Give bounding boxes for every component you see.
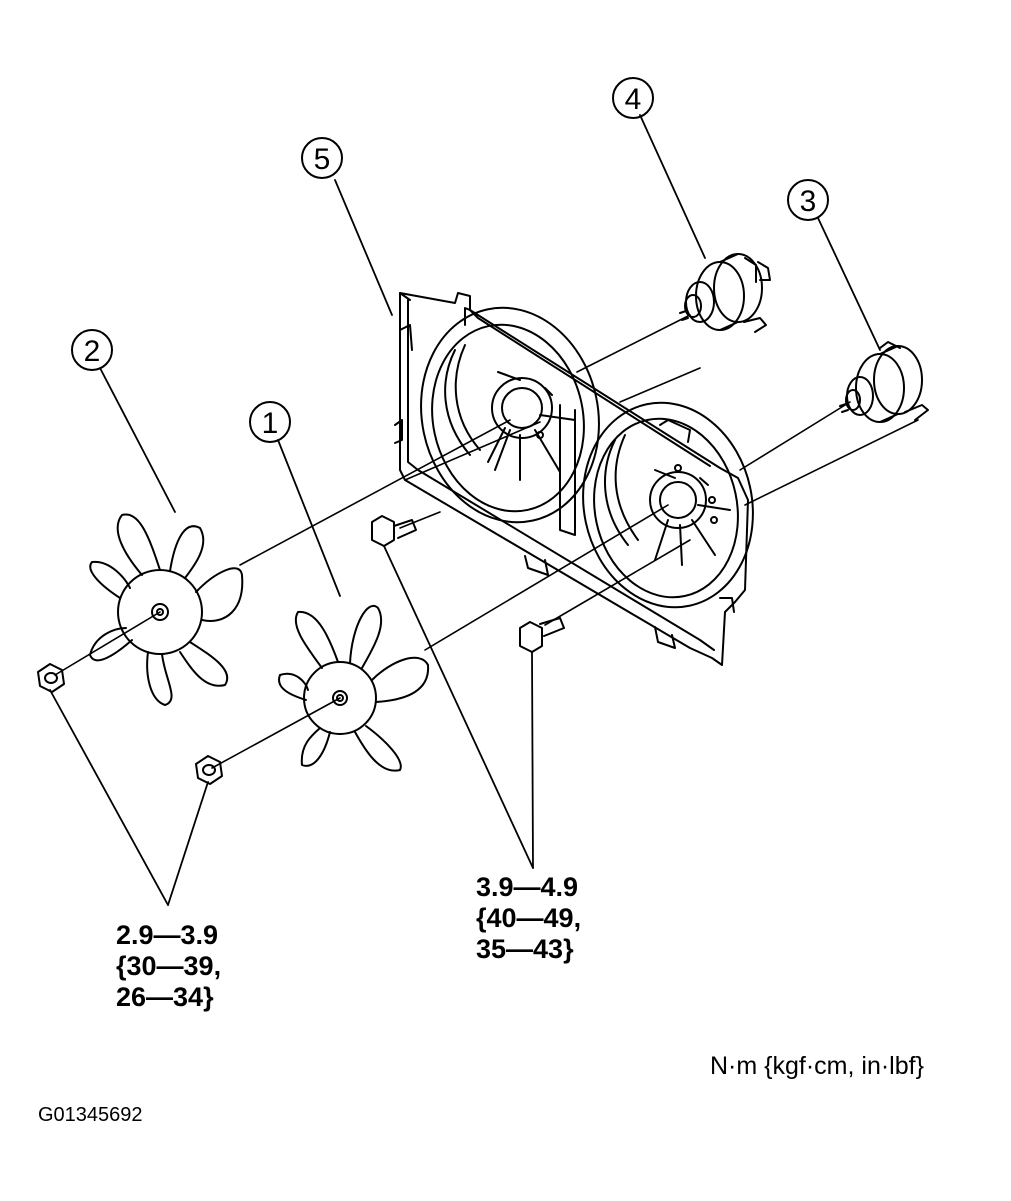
torque-spec-fan-nut: 2.9—3.9 {30—39, 26—34} — [116, 920, 221, 1013]
torque-motor-bolt-line-2: {40—49, — [476, 903, 582, 933]
callout-2: 2 — [71, 329, 113, 371]
leader-lines — [49, 114, 881, 906]
callout-4: 4 — [612, 77, 654, 119]
fan-motor-3 — [839, 341, 929, 423]
fan-shroud — [394, 292, 754, 666]
callout-5-label: 5 — [314, 143, 331, 176]
torque-motor-bolt-line-3: 35—43} — [476, 934, 574, 964]
callout-1-label: 1 — [262, 407, 279, 440]
torque-fan-nut-line-2: {30—39, — [116, 951, 222, 981]
fan-nut-right — [195, 755, 223, 785]
motor-bolt-lower — [519, 617, 565, 653]
figure-id: G01345692 — [38, 1104, 143, 1126]
motor-bolt-upper — [371, 515, 417, 547]
torque-motor-bolt-line-1: 3.9—4.9 — [476, 872, 579, 902]
callout-3: 3 — [787, 179, 829, 221]
callout-2-label: 2 — [84, 335, 101, 368]
callout-3-label: 3 — [800, 185, 817, 218]
fan-motor-4 — [679, 253, 771, 333]
torque-fan-nut-line-1: 2.9—3.9 — [116, 920, 219, 950]
callout-5: 5 — [301, 137, 343, 179]
torque-spec-motor-bolt: 3.9—4.9 {40—49, 35—43} — [476, 872, 581, 965]
fan-nut-left — [37, 663, 65, 693]
fan-blade-1 — [278, 605, 430, 772]
torque-units: N·m {kgf·cm, in·lbf} — [710, 1052, 924, 1080]
callout-1: 1 — [249, 401, 291, 443]
torque-fan-nut-line-3: 26—34} — [116, 982, 214, 1012]
fan-blade-2 — [89, 513, 244, 706]
callout-4-label: 4 — [625, 83, 642, 116]
assembly-axis-lines — [54, 314, 919, 769]
